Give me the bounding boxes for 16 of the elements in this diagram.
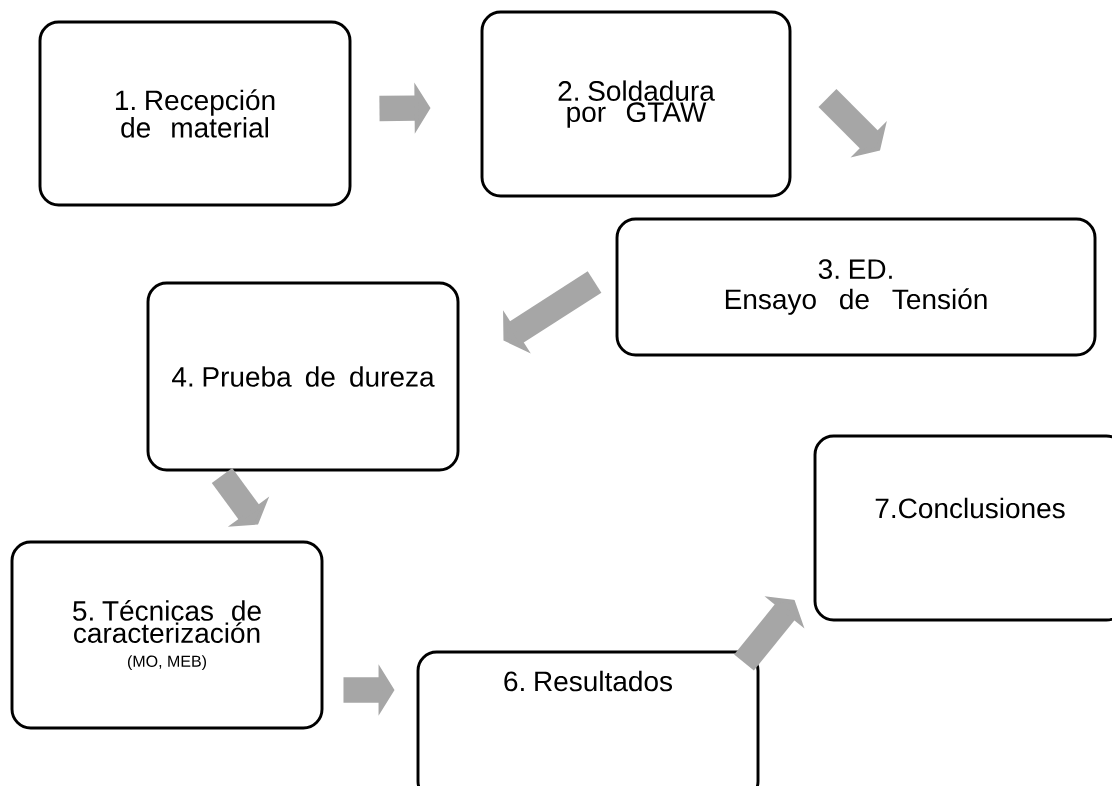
box-text: 5. Técnicas de caracterización (MO, MEB) [73,599,261,671]
process-box [480,10,792,198]
box-text: 4. Prueba de dureza [172,366,435,387]
box-text: 6. Resultados [504,670,672,692]
process-box [146,281,460,472]
block-arrow [503,271,602,354]
box-text: 3. ED. Ensayo de Tensión [725,259,987,315]
box-text: 2. Soldadura por GTAW [558,80,715,128]
process-box [10,540,324,730]
process-box [615,217,1097,357]
block-arrow [211,468,270,527]
process-box [38,20,352,207]
box-text: 7.Conclusiones [875,497,1065,519]
process-box [813,434,1112,622]
process-box [416,650,760,786]
box-text: 1. Recepción de material [116,89,275,138]
